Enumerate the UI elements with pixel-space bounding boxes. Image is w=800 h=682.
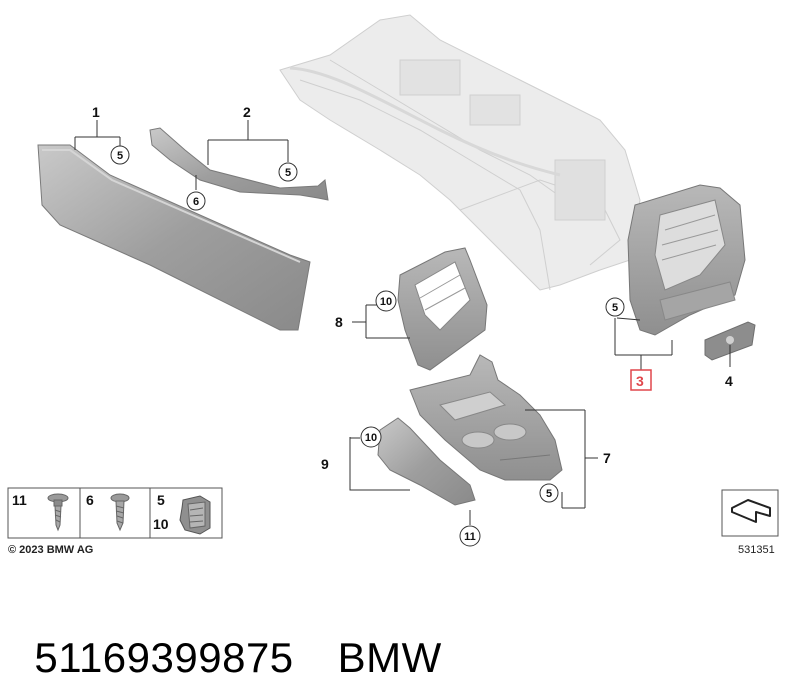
part-1-side-trim bbox=[37, 144, 311, 331]
leader-lines bbox=[74, 120, 731, 525]
highlight-box bbox=[630, 369, 652, 391]
svg-text:5: 5 bbox=[546, 488, 552, 500]
reference-number: 531351 bbox=[738, 544, 775, 556]
callout-7: 7 bbox=[603, 450, 611, 466]
screw-icon bbox=[110, 493, 130, 532]
orientation-arrow-icon bbox=[721, 489, 779, 537]
callout-4: 4 bbox=[725, 373, 733, 389]
callout-9: 9 bbox=[321, 456, 329, 472]
svg-text:6: 6 bbox=[193, 196, 199, 208]
center-console-ghost bbox=[279, 14, 641, 291]
svg-text:10: 10 bbox=[380, 296, 392, 308]
brand-name: BMW bbox=[337, 634, 442, 681]
bubble-5-d: 5 bbox=[539, 483, 559, 503]
callout-8: 8 bbox=[335, 314, 343, 330]
callout-2: 2 bbox=[243, 104, 251, 120]
copyright: © 2023 BMW AG bbox=[8, 544, 93, 556]
part-3-rear-vent-frame bbox=[627, 184, 746, 336]
legend-label-11: 11 bbox=[12, 492, 27, 508]
callout-3: 3 bbox=[636, 373, 644, 389]
svg-text:10: 10 bbox=[365, 432, 377, 444]
bubble-11: 11 bbox=[459, 525, 481, 547]
svg-text:5: 5 bbox=[285, 167, 291, 179]
clip-icon bbox=[179, 495, 211, 535]
callout-1: 1 bbox=[92, 104, 100, 120]
bubble-5-a: 5 bbox=[110, 145, 130, 165]
fastener-legend: 11 6 5 10 bbox=[7, 487, 223, 539]
bubble-5-b: 5 bbox=[278, 162, 298, 182]
legend-label-5: 5 bbox=[157, 492, 165, 508]
part-7-console-cover bbox=[409, 354, 563, 481]
part-2-strip-trim bbox=[149, 127, 329, 201]
part-8-vent-frame bbox=[397, 247, 488, 371]
legend-label-6: 6 bbox=[86, 492, 94, 508]
part-9-side-panel bbox=[377, 417, 476, 506]
screw-with-washer-icon bbox=[47, 493, 69, 532]
bubble-5-c: 5 bbox=[605, 297, 625, 317]
footer: 51169399875 BMW bbox=[10, 586, 486, 682]
bubble-10-a: 10 bbox=[375, 290, 397, 312]
parts-diagram: 1 2 8 4 7 9 3 5 5 6 10 5 10 5 11 bbox=[7, 14, 779, 556]
part-number: 51169399875 bbox=[34, 634, 294, 681]
bubble-6: 6 bbox=[186, 191, 206, 211]
part-4-plate bbox=[704, 321, 756, 361]
svg-text:11: 11 bbox=[464, 531, 476, 543]
svg-text:5: 5 bbox=[612, 302, 618, 314]
svg-text:5: 5 bbox=[117, 150, 123, 162]
legend-label-10: 10 bbox=[153, 516, 169, 532]
bubble-10-b: 10 bbox=[360, 426, 382, 448]
